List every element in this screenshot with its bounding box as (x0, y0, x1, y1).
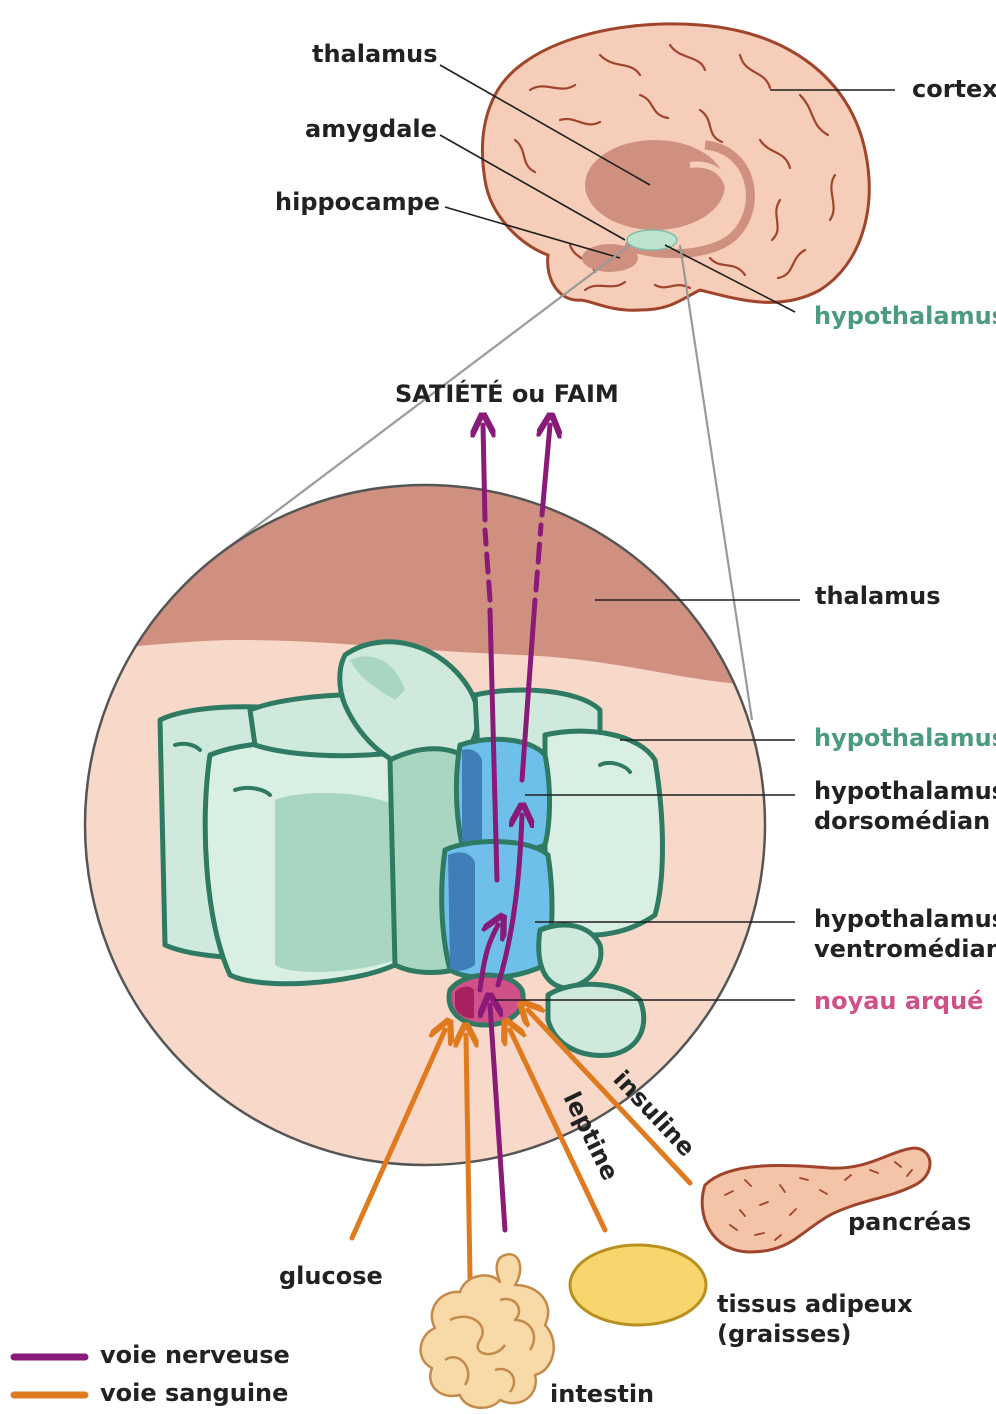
thalamus-shape (585, 140, 725, 230)
brain-label-hypothalamus: hypothalamus (814, 302, 996, 330)
zoom-label-dorsomedian-1: hypothalamus (814, 777, 996, 805)
dorsomedian-shade (462, 749, 482, 844)
organ-label-adipose-2: (graisses) (717, 1320, 852, 1348)
zoom-label-dorsomedian-2: dorsomédian (814, 807, 990, 835)
brain-illustration (482, 24, 869, 310)
brain-label-amygdale: amygdale (305, 115, 437, 143)
zoom-label-ventromedian-2: ventromédian (814, 935, 996, 963)
diagram-title: SATIÉTÉ ou FAIM (395, 379, 619, 408)
ventromedian-shade (448, 852, 475, 970)
adipose-tissue-illustration (570, 1245, 706, 1325)
legend-label-blood: voie sanguine (100, 1379, 288, 1407)
pancreas-illustration (702, 1148, 930, 1252)
organ-label-intestin: intestin (550, 1380, 654, 1408)
organ-label-adipose-1: tissus adipeux (717, 1290, 913, 1318)
block-left-front-shade (275, 793, 395, 972)
brain-label-hippocampe: hippocampe (275, 188, 440, 216)
block-small-right-1 (539, 925, 601, 988)
legend-label-nervous: voie nerveuse (100, 1341, 290, 1369)
nerve-up-right-top (542, 425, 550, 515)
hippocampus-shape (582, 244, 638, 272)
organ-label-pancreas: pancréas (848, 1208, 971, 1236)
brain-label-cortex: cortex (912, 75, 996, 103)
brain-label-thalamus: thalamus (312, 40, 438, 68)
zoom-label-hypothalamus: hypothalamus (814, 724, 996, 752)
signal-label-glucose: glucose (279, 1262, 383, 1290)
zoom-label-ventromedian-1: hypothalamus (814, 905, 996, 933)
zoom-label-thalamus: thalamus (815, 582, 941, 610)
intestine-illustration (421, 1254, 554, 1408)
legend: voie nerveuse voie sanguine (14, 1341, 290, 1407)
nerve-up-left-top (483, 425, 485, 520)
zoom-label-noyau-arque: noyau arqué (814, 987, 983, 1015)
